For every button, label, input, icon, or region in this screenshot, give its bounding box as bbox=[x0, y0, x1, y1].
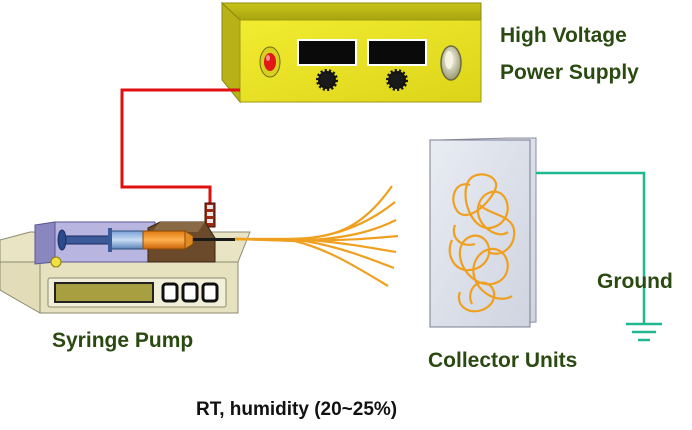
ground-wire bbox=[536, 171, 646, 323]
pump-button-1 bbox=[161, 282, 179, 303]
power-indicator-light bbox=[259, 46, 281, 78]
conditions-label: RT, humidity (20~25%) bbox=[196, 399, 398, 420]
current-display bbox=[367, 39, 427, 66]
ground-label: Ground bbox=[597, 270, 673, 293]
collected-fiber-mat bbox=[448, 173, 516, 313]
collector-label: Collector Units bbox=[428, 349, 578, 372]
pump-display bbox=[54, 282, 154, 303]
high-voltage-power-supply bbox=[220, 1, 482, 104]
syringe-pump-label: Syringe Pump bbox=[52, 329, 194, 352]
fiber-jet bbox=[234, 185, 399, 287]
power-supply-label-line1: High Voltage bbox=[500, 24, 627, 47]
voltage-knob bbox=[316, 69, 338, 91]
syringe bbox=[57, 228, 235, 252]
output-lamp bbox=[440, 45, 462, 81]
needle-clip bbox=[204, 202, 216, 228]
voltage-display bbox=[297, 39, 357, 66]
current-knob bbox=[386, 69, 408, 91]
high-voltage-wire bbox=[120, 88, 240, 206]
ground-symbol bbox=[626, 322, 662, 342]
pump-button-2 bbox=[181, 282, 199, 303]
power-supply-label-line2: Power Supply bbox=[500, 61, 639, 84]
pump-indicator-dot bbox=[50, 256, 62, 268]
pump-button-3 bbox=[201, 282, 219, 303]
collector-plate bbox=[429, 137, 537, 328]
